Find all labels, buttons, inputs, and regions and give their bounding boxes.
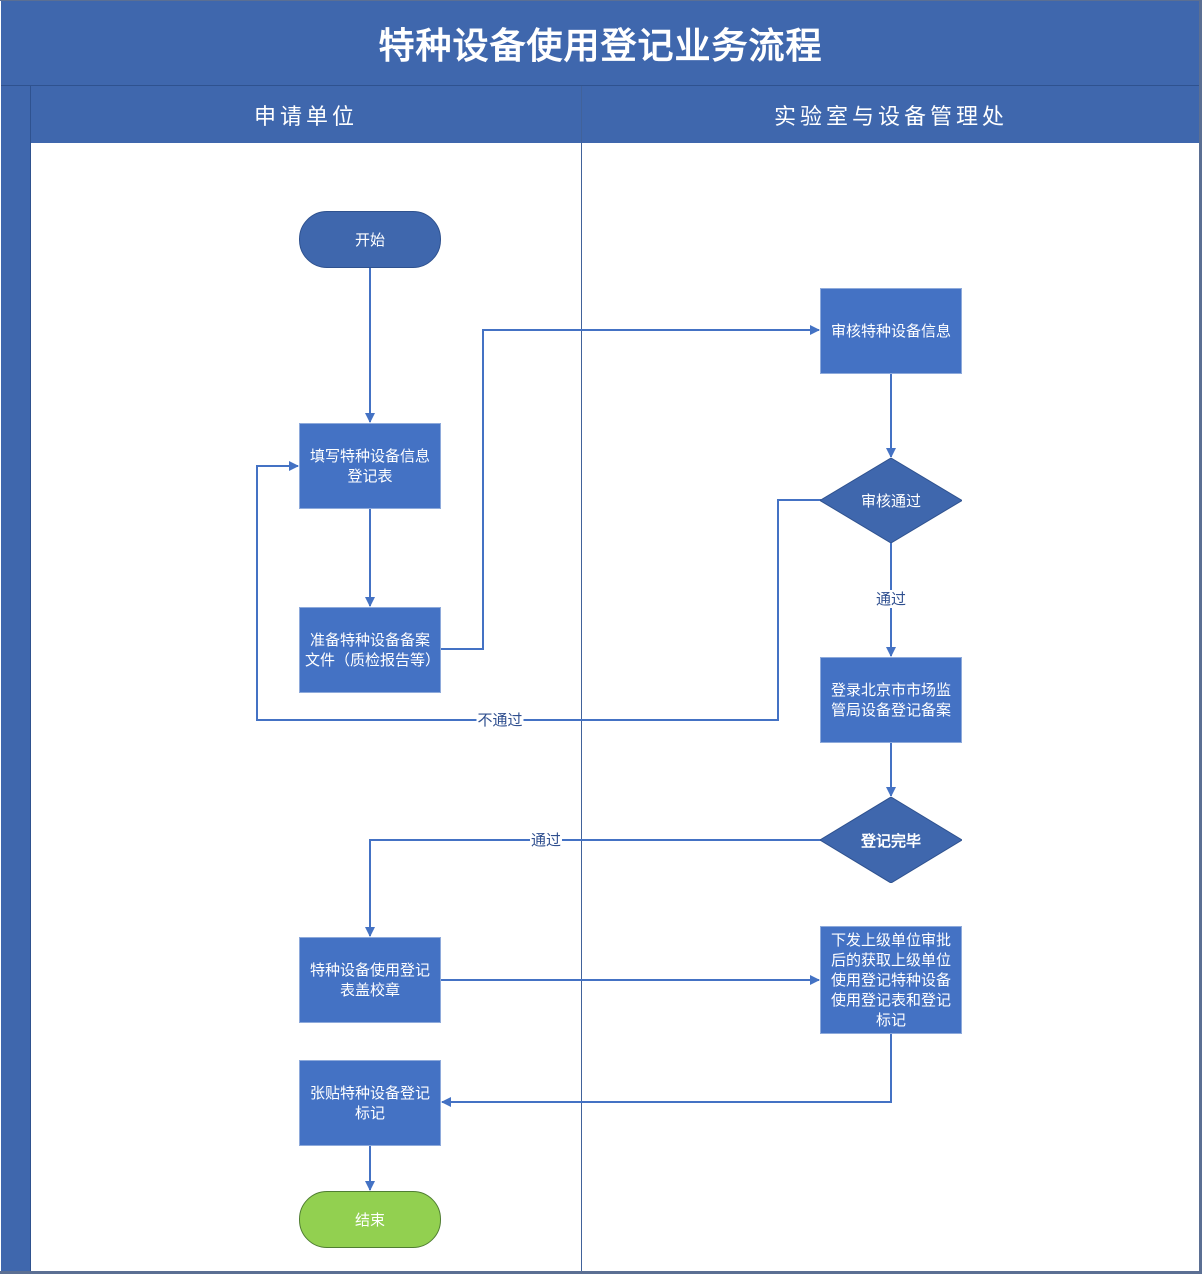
prepare-docs-label: 准备特种设备备案文件（质检报告等） [305, 631, 441, 669]
process-stamp-form[interactable]: 特种设备使用登记表盖校章 [299, 937, 441, 1023]
frame-border-right [1199, 0, 1202, 1274]
start-terminator[interactable]: 开始 [299, 211, 441, 268]
issue-docs-label: 下发上级单位审批后的获取上级单位使用登记特种设备使用登记表和登记标记 [830, 931, 951, 1029]
lane-header-lab-dept: 实验室与设备管理处 [582, 86, 1200, 143]
fill-form-label: 填写特种设备信息登记表 [309, 447, 430, 485]
edge-label-pass-review: 通过 [874, 590, 908, 608]
stamp-form-label: 特种设备使用登记表盖校章 [309, 961, 430, 999]
decision-register-done[interactable]: 登记完毕 [819, 796, 963, 884]
edge-label-fail-review: 不通过 [476, 711, 524, 729]
review-pass-label: 审核通过 [860, 492, 921, 510]
lane-header-applicant: 申请单位 [31, 86, 582, 143]
process-prepare-docs[interactable]: 准备特种设备备案文件（质检报告等） [299, 607, 441, 693]
process-register-online[interactable]: 登录北京市市场监管局设备登记备案 [820, 657, 962, 743]
decision-review-pass[interactable]: 审核通过 [819, 457, 963, 544]
connector-prepare-docs-to-review-info [440, 325, 820, 650]
diagram-title: 特种设备使用登记业务流程 [1, 1, 1200, 86]
connector-issue-to-attach [441, 1033, 892, 1107]
process-issue-docs[interactable]: 下发上级单位审批后的获取上级单位使用登记特种设备使用登记表和登记标记 [820, 926, 962, 1034]
lane-divider [581, 86, 582, 1272]
register-done-label: 登记完毕 [860, 831, 921, 850]
process-fill-form[interactable]: 填写特种设备信息登记表 [299, 423, 441, 509]
review-info-label: 审核特种设备信息 [830, 322, 951, 340]
process-attach-mark[interactable]: 张贴特种设备登记标记 [299, 1060, 441, 1146]
register-online-label: 登录北京市市场监管局设备登记备案 [830, 681, 951, 719]
frame-border-bottom [0, 1271, 1202, 1274]
attach-mark-label: 张贴特种设备登记标记 [309, 1084, 430, 1122]
process-review-info[interactable]: 审核特种设备信息 [820, 288, 962, 374]
end-label: 结束 [354, 1210, 385, 1229]
start-label: 开始 [354, 230, 385, 249]
connector-done-to-stamp [365, 839, 821, 937]
end-terminator[interactable]: 结束 [299, 1191, 441, 1248]
frame-border-top [0, 0, 1202, 1]
edge-label-pass-register: 通过 [529, 831, 563, 849]
pool-side-strip [1, 86, 31, 1272]
